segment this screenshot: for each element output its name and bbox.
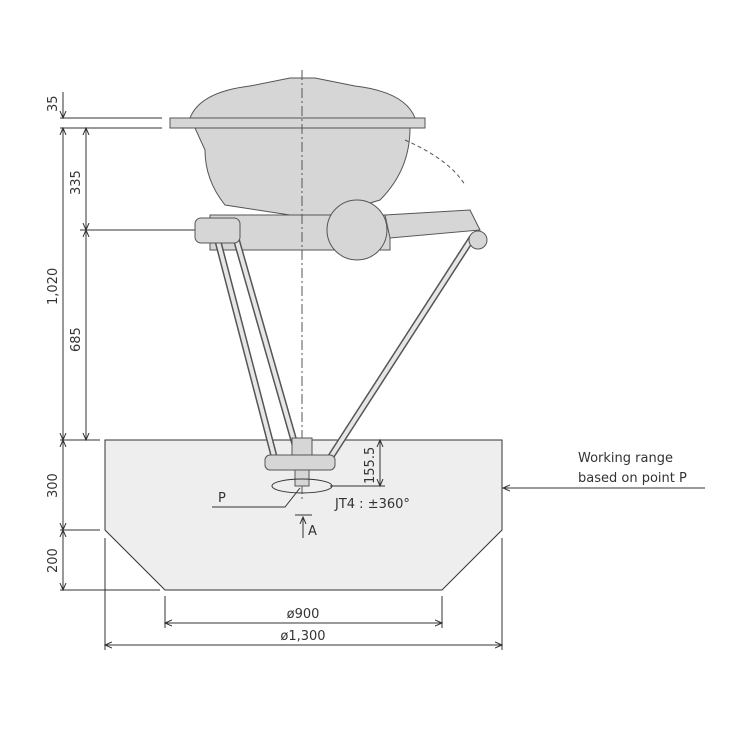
working-range-label-2: based on point P: [578, 471, 687, 486]
working-range-label-1: Working range: [578, 451, 673, 466]
dim-155-5: 155.5: [363, 447, 378, 484]
dim-685: 685: [69, 327, 84, 352]
view-a-label: A: [308, 524, 317, 539]
dim-1300: ø1,300: [280, 629, 325, 644]
dimension-lines: [63, 92, 705, 645]
dim-1020: 1,020: [46, 268, 61, 305]
point-p-label: P: [218, 491, 226, 506]
robot-illustration: [169, 70, 488, 500]
dim-35: 35: [46, 95, 61, 112]
dim-200: 200: [46, 548, 61, 573]
jt4-rotation-label: JT4 : ±360°: [334, 497, 410, 512]
dim-900: ø900: [287, 607, 320, 622]
dim-300: 300: [46, 473, 61, 498]
dim-335: 335: [69, 170, 84, 195]
